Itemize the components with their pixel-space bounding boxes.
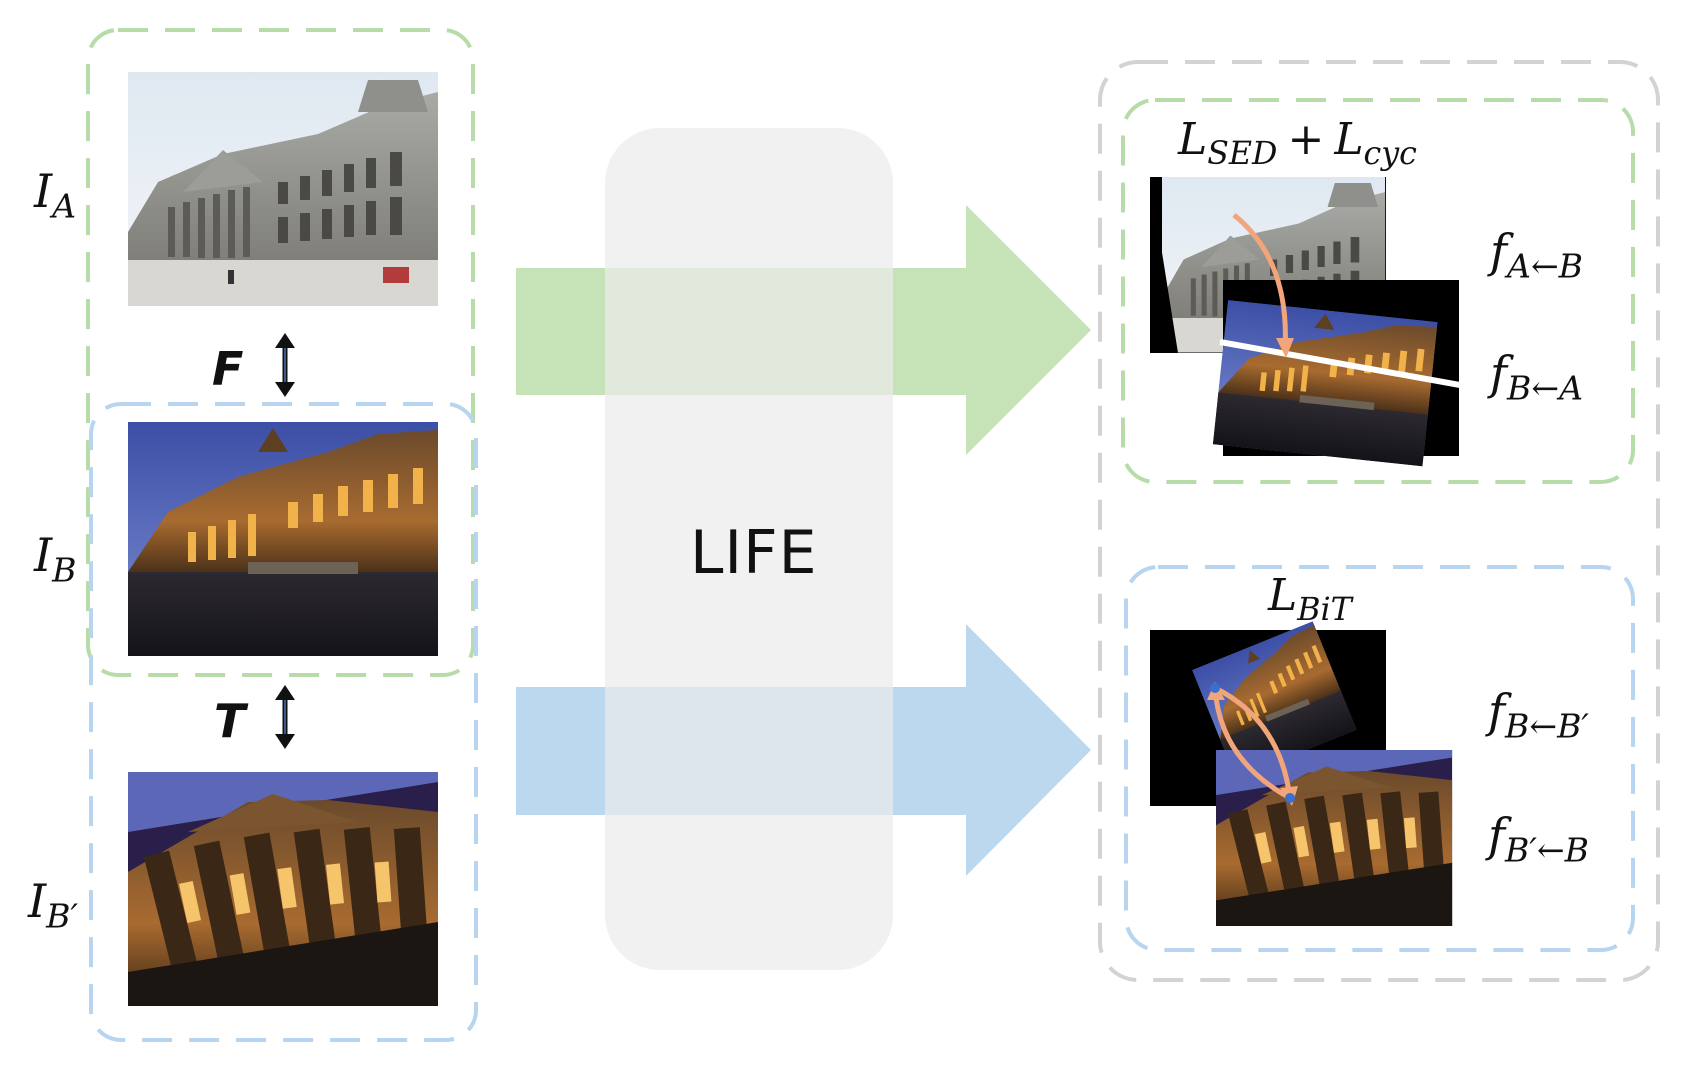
loss-bit: LBiT <box>1268 574 1352 627</box>
image-label-b-prime: IB′ <box>28 878 78 933</box>
flow-symbol: f <box>1490 346 1508 400</box>
pair-loss-frame <box>1121 98 1635 484</box>
epipolar-line <box>1219 339 1461 388</box>
flow-sub: B←A <box>1507 368 1584 408</box>
double-arrow-icon <box>275 685 295 749</box>
loss-sub: BiT <box>1297 592 1352 629</box>
loss-cyc: L <box>1334 114 1364 165</box>
group-ab-frame <box>86 28 475 677</box>
operator-t: T <box>214 694 246 748</box>
reichstag-dusk-photo <box>128 422 438 656</box>
label-main: I <box>34 164 53 218</box>
reichstag-rotated-photo <box>128 772 438 1006</box>
keypoint-source <box>1210 683 1220 693</box>
label-sub: A <box>52 186 77 226</box>
loss-sed-sub: SED <box>1207 136 1278 173</box>
label-main: I <box>28 874 47 928</box>
flow-symbol: f <box>1488 808 1506 862</box>
image-label-b: IB <box>34 532 77 587</box>
double-arrow-icon <box>275 333 295 397</box>
flow-sub: B′←B <box>1505 830 1589 870</box>
label-main: I <box>34 528 53 582</box>
group-bb-frame <box>89 402 478 1042</box>
flow-b-prime-from-b: fB′←B <box>1488 812 1589 867</box>
label-sub: B <box>52 550 77 590</box>
flow-sub: B←B′ <box>1505 706 1589 746</box>
flow-sub: A←B <box>1507 246 1584 286</box>
life-panel <box>605 128 893 970</box>
loss-sed: L <box>1178 114 1208 165</box>
arc-arrowhead-icon <box>1276 338 1294 358</box>
plus-sign: + <box>1287 114 1325 165</box>
reichstag-day-photo <box>128 72 438 306</box>
life-label: LIFE <box>690 518 818 588</box>
flow-b-from-b-prime: fB←B′ <box>1488 688 1589 743</box>
flow-symbol: f <box>1488 684 1506 738</box>
bi-arc-outer <box>1212 687 1292 801</box>
loss-symbol: L <box>1268 570 1298 621</box>
warped-dusk-photo <box>1212 280 1459 467</box>
rotated-target-photo <box>1216 750 1453 926</box>
flow-a-from-b: fA←B <box>1490 228 1583 283</box>
operator-f: F <box>212 342 244 396</box>
flow-symbol: f <box>1490 224 1508 278</box>
flow-b-from-a: fB←A <box>1490 350 1583 405</box>
bi-arc-inner <box>1213 685 1293 799</box>
image-label-a: IA <box>34 168 76 223</box>
loss-cyc-sub: cyc <box>1363 136 1417 173</box>
loss-sed-cyc: LSED+Lcyc <box>1178 118 1417 171</box>
label-sub: B′ <box>46 896 79 936</box>
correspondence-arc <box>1232 213 1288 351</box>
keypoint-target <box>1285 793 1295 803</box>
output-frame <box>1098 60 1660 982</box>
transform-loss-frame <box>1124 565 1635 952</box>
